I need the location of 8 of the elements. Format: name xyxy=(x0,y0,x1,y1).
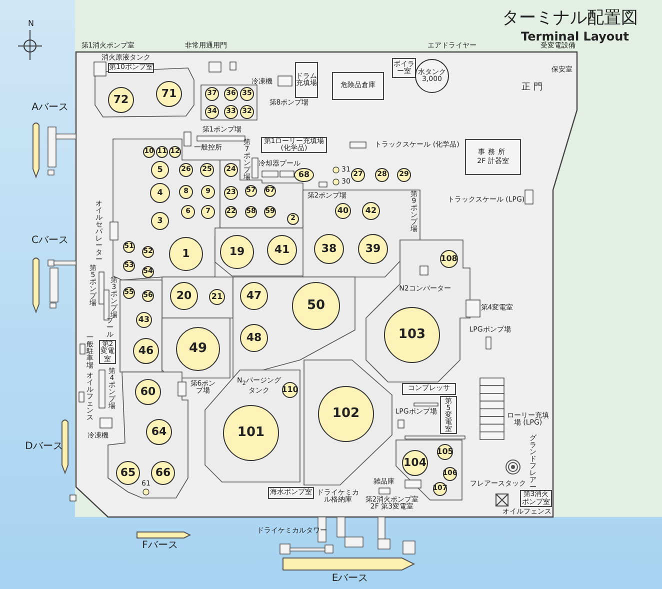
berth-label: Eバース xyxy=(332,574,368,584)
berth-label: Aバース xyxy=(32,102,68,114)
berth-label: Fバース xyxy=(142,540,178,552)
compass-label: N xyxy=(28,20,34,28)
gate-label: 正 門 xyxy=(522,83,542,93)
berth-label: Cバース xyxy=(32,236,68,246)
title: ターミナル配置図 xyxy=(502,10,638,28)
office-building xyxy=(465,139,521,175)
